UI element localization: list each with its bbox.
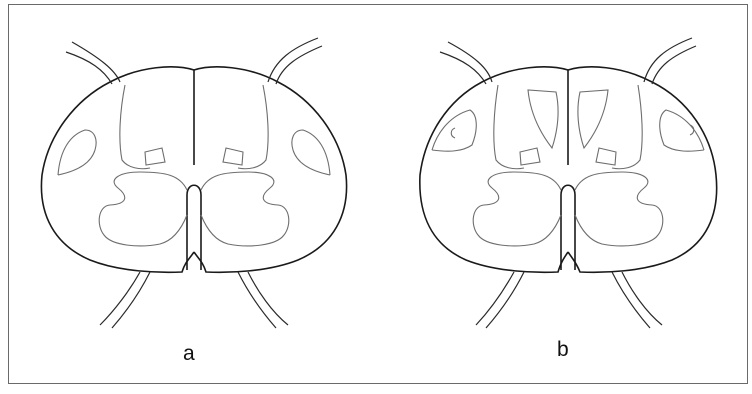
ventral-root-right-b — [612, 272, 650, 328]
ventral-root-left-b-2 — [486, 272, 524, 328]
spinal-cord-section-b — [420, 38, 717, 328]
ventral-root-left-a-2 — [112, 272, 150, 328]
outline-left-b — [420, 67, 568, 272]
dorsal-horn-left-b — [494, 85, 524, 169]
dorsal-column-left-b — [528, 90, 558, 148]
lateral-hook-left-b — [451, 128, 455, 138]
lateral-tract-left-b — [432, 110, 476, 151]
outline-right-a — [194, 67, 347, 272]
dorsal-root-left-a-2 — [66, 52, 112, 84]
lateral-hook-right-b — [690, 125, 694, 135]
grey-matter-left-b — [473, 172, 561, 246]
grey-matter-left-a — [99, 172, 187, 246]
outline-right-b — [568, 67, 717, 272]
lateral-tract-left-a — [58, 130, 96, 175]
panel-label-a: a — [183, 342, 195, 366]
tract-box-right-b — [596, 148, 616, 165]
grey-matter-right-a — [201, 172, 289, 246]
grey-matter-right-b — [575, 172, 663, 246]
dorsal-root-left-a — [72, 42, 120, 82]
panel-label-b: b — [557, 338, 569, 362]
lateral-tract-right-a — [292, 130, 330, 175]
dorsal-root-left-b-2 — [440, 52, 486, 84]
spinal-cord-section-a — [41, 38, 346, 328]
dorsal-root-right-b — [644, 38, 692, 82]
outline-left-a — [41, 67, 194, 272]
ventral-fissure-b — [561, 185, 575, 270]
tract-box-right-a — [223, 148, 243, 165]
dorsal-root-right-b-2 — [652, 46, 696, 84]
dorsal-root-right-a — [268, 38, 318, 82]
dorsal-horn-right-b — [612, 85, 642, 169]
dorsal-root-left-b — [448, 42, 492, 82]
tract-box-left-b — [520, 148, 540, 165]
ventral-root-right-a — [238, 272, 276, 328]
dorsal-root-right-a-2 — [276, 46, 322, 84]
tract-box-left-a — [145, 148, 165, 165]
lateral-tract-right-b — [660, 110, 704, 151]
dorsal-column-right-b — [578, 90, 608, 148]
